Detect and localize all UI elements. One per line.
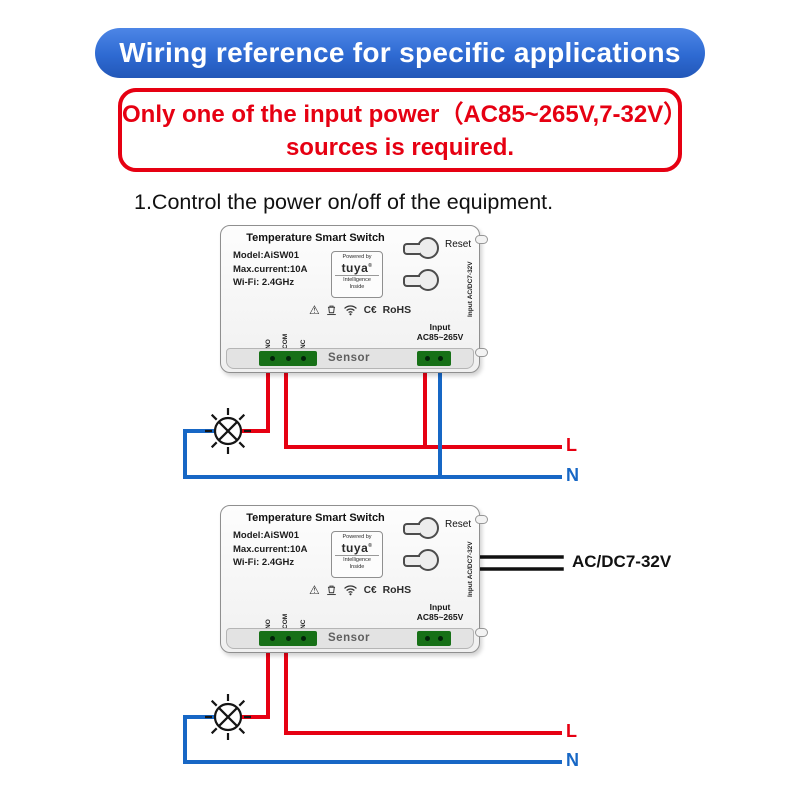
notice-line1: Only one of the input power（AC85~265V,7-…: [122, 101, 688, 128]
terminal-label-nc: NC: [300, 619, 307, 629]
ac-terminal-block: [417, 631, 451, 646]
live-label-1: L: [566, 435, 577, 455]
registered-mark: ®: [368, 543, 373, 549]
terminal-label-no: NO: [265, 619, 272, 629]
badge-tagline-1: Intelligence: [343, 277, 371, 283]
smart-switch-device-2: Temperature Smart Switch Model:AiSW01 Ma…: [220, 505, 488, 653]
device-specs: Model:AiSW01 Max.current:10A Wi-Fi: 2.4G…: [233, 529, 307, 570]
terminal-label-com: COM: [282, 333, 289, 349]
wire-neutral-bulb-to-n-2: [183, 715, 562, 764]
notice-line2: sources is required.: [285, 134, 515, 161]
reset-button-knob: [403, 517, 439, 539]
dc-input-side-label: Input AC/DC7-32V: [467, 261, 474, 317]
mounting-tab: [475, 348, 488, 357]
ce-mark: C€: [363, 304, 377, 316]
weee-bin-icon: [326, 585, 336, 596]
relay-terminal-block: [259, 351, 317, 366]
ac-input-label: Input AC85~265V: [416, 602, 464, 622]
badge-tagline-2: Inside: [349, 563, 365, 570]
wifi-icon: [343, 585, 357, 596]
ce-mark: C€: [363, 584, 377, 596]
badge-divider: [335, 555, 379, 556]
terminal-strip: Sensor: [226, 628, 474, 649]
dc-input-side-label: Input AC/DC7-32V: [467, 541, 474, 597]
warning-icon: ⚠: [309, 303, 320, 317]
badge-tagline-1: Intelligence: [343, 557, 371, 563]
terminal-label-no: NO: [265, 339, 272, 349]
badge-divider: [335, 275, 379, 276]
live-label-2: L: [566, 721, 577, 741]
device-wifi: Wi-Fi: 2.4GHz: [233, 557, 295, 568]
tuya-badge: Powered by tuya® Intelligence Inside: [331, 531, 383, 578]
device-title: Temperature Smart Switch: [246, 512, 385, 524]
page-title-banner: Wiring reference for specific applicatio…: [95, 28, 705, 78]
device-model: Model:AiSW01: [233, 530, 299, 541]
antenna-knob: [403, 269, 439, 291]
neutral-label-2: N: [566, 750, 579, 770]
step-1-heading: 1.Control the power on/off of the equipm…: [134, 190, 554, 214]
wire-live-com-to-l-2: [284, 647, 562, 735]
wire-live-no-to-bulb-1: [240, 367, 270, 433]
tuya-logo: tuya®: [341, 261, 373, 275]
tuya-logo: tuya®: [341, 541, 373, 555]
mounting-tab: [475, 628, 488, 637]
ac-terminal-block: [417, 351, 451, 366]
certification-icons: ⚠ C€ RoHS: [309, 584, 411, 596]
tuya-badge: Powered by tuya® Intelligence Inside: [331, 251, 383, 298]
mounting-tab: [475, 235, 488, 244]
reset-label: Reset: [445, 239, 472, 250]
terminal-label-nc: NC: [300, 339, 307, 349]
antenna-knob: [403, 549, 439, 571]
neutral-label-1: N: [566, 465, 579, 485]
terminal-strip: Sensor: [226, 348, 474, 369]
device-max-current: Max.current:10A: [233, 263, 308, 275]
ac-input-label: Input AC85~265V: [416, 322, 464, 342]
wire-neutral-bulb-to-n-1: [183, 429, 562, 479]
badge-powered-by: Powered by: [342, 534, 372, 540]
wire-live-com-to-l-1: [284, 367, 562, 449]
badge-powered-by: Powered by: [342, 254, 372, 260]
reset-button-knob: [403, 237, 439, 259]
notice-box: Only one of the input power（AC85~265V,7-…: [118, 88, 688, 172]
device-title: Temperature Smart Switch: [246, 232, 385, 244]
lamp-symbol-2: [203, 692, 253, 742]
device-max-current: Max.current:10A: [233, 543, 308, 555]
rohs-mark: RoHS: [382, 304, 412, 316]
rohs-mark: RoHS: [382, 584, 412, 596]
wifi-icon: [343, 305, 357, 316]
relay-terminal-block: [259, 631, 317, 646]
badge-tagline-2: Inside: [349, 283, 365, 290]
smart-switch-device-1: Temperature Smart Switch Model:AiSW01 Ma…: [220, 225, 488, 373]
device-wifi: Wi-Fi: 2.4GHz: [233, 277, 295, 288]
sensor-label: Sensor: [328, 352, 370, 364]
terminal-label-com: COM: [282, 613, 289, 629]
registered-mark: ®: [368, 263, 373, 269]
wire-live-no-to-bulb-2: [240, 647, 270, 719]
device-specs: Model:AiSW01 Max.current:10A Wi-Fi: 2.4G…: [233, 249, 307, 290]
mounting-tab: [475, 515, 488, 524]
device-model: Model:AiSW01: [233, 250, 299, 261]
reset-label: Reset: [445, 519, 472, 530]
sensor-label: Sensor: [328, 632, 370, 644]
certification-icons: ⚠ C€ RoHS: [309, 304, 411, 316]
lamp-symbol-1: [203, 406, 253, 456]
dc-input-wire-label: AC/DC7-32V: [572, 552, 672, 571]
warning-icon: ⚠: [309, 583, 320, 597]
weee-bin-icon: [326, 305, 336, 316]
